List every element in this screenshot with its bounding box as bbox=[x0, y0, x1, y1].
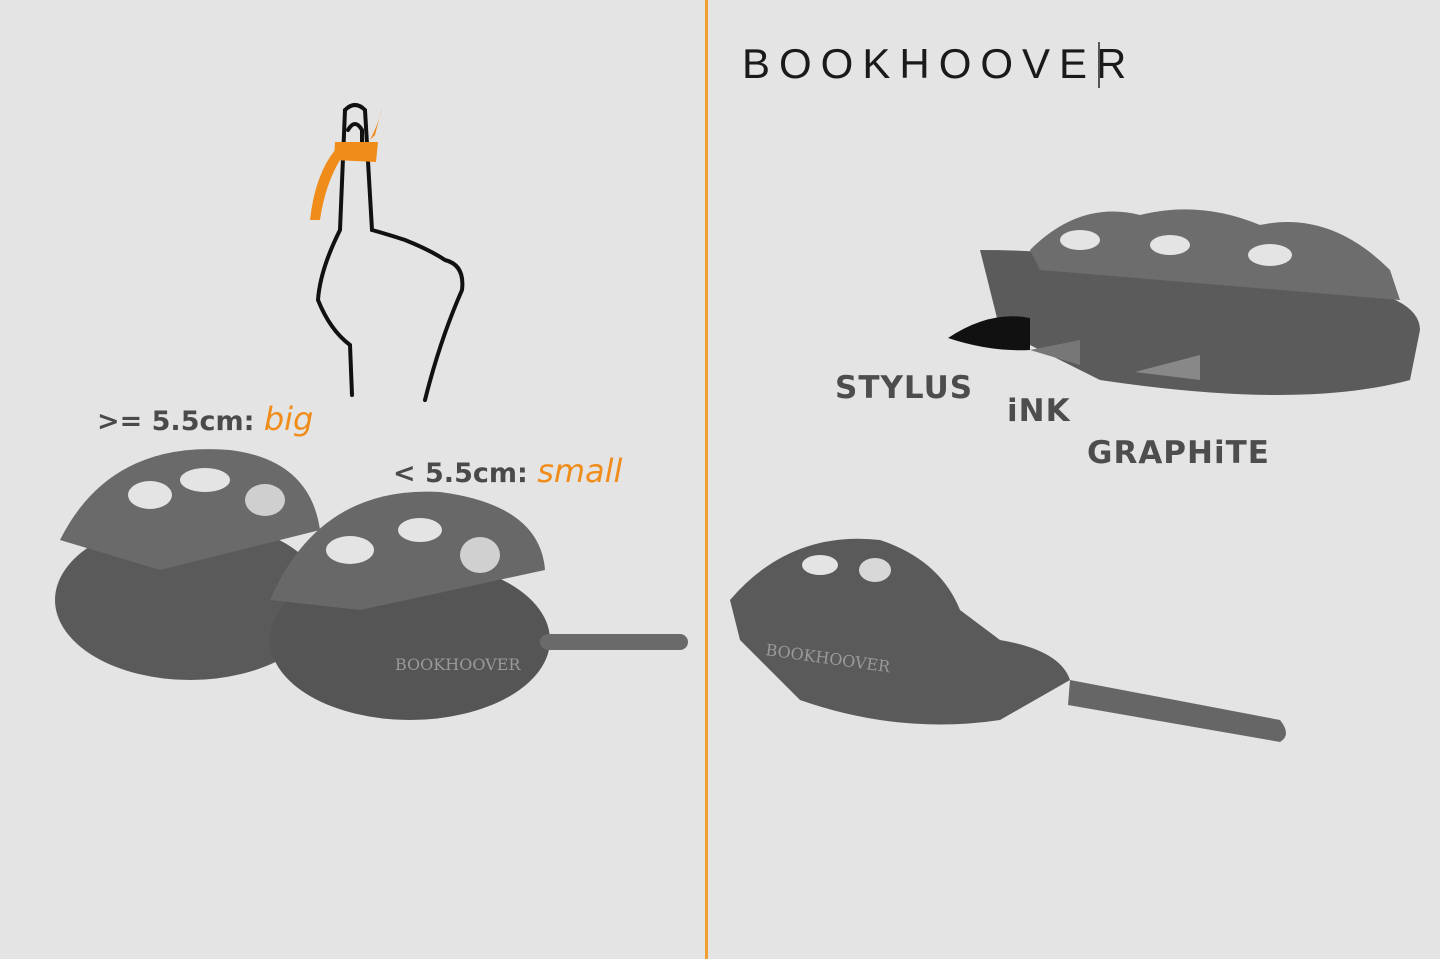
pen-trio-render bbox=[948, 209, 1420, 395]
engraving: BOOKHOOVER bbox=[395, 655, 521, 674]
orange-divider bbox=[705, 0, 708, 959]
type-ink: iNK bbox=[1007, 393, 1071, 429]
type-graphite: GRAPHiTE bbox=[1087, 435, 1270, 471]
big-size-label: >= 5.5cm: big bbox=[97, 400, 313, 438]
small-product-render: BOOKHOOVER bbox=[270, 491, 688, 720]
small-size-label: < 5.5cm: small bbox=[393, 452, 622, 490]
finger-measure-icon bbox=[315, 103, 465, 402]
small-size-value: small bbox=[537, 452, 623, 490]
measuring-tape-icon bbox=[310, 108, 382, 220]
big-size-value: big bbox=[263, 400, 314, 438]
brand-cursor-bar bbox=[1098, 42, 1100, 88]
small-size-prefix: < 5.5cm: bbox=[393, 458, 528, 489]
brand-title: BOOKHOOVER bbox=[742, 40, 1136, 87]
single-product-render: BOOKHOOVER bbox=[730, 538, 1286, 742]
big-product-render bbox=[55, 449, 325, 680]
type-stylus: STYLUS bbox=[835, 370, 974, 406]
big-size-prefix: >= 5.5cm: bbox=[97, 406, 255, 437]
